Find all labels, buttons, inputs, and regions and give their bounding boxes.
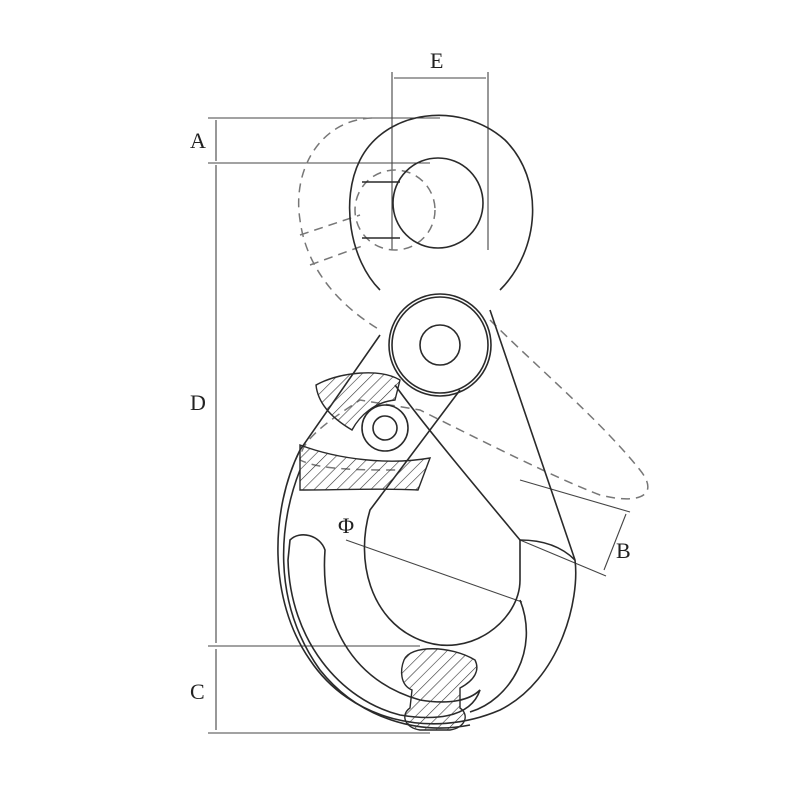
hatched-sections xyxy=(299,372,478,731)
dimension-label-b: B xyxy=(616,538,631,563)
dimension-label-c: C xyxy=(190,679,205,704)
hook-body xyxy=(277,114,577,729)
dimension-label-d: D xyxy=(190,390,206,415)
dimension-label-e: E xyxy=(430,48,444,73)
dimension-label-a: A xyxy=(190,128,206,153)
dimension-lines xyxy=(208,72,631,734)
dimension-label-phi: Φ xyxy=(338,513,355,538)
